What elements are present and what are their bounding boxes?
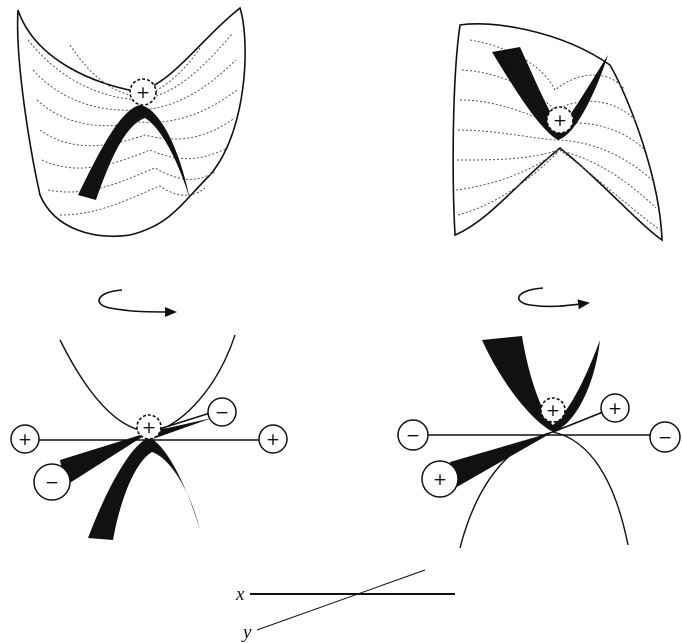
sign-label: − xyxy=(406,426,420,446)
top-left-saddle-surface: + xyxy=(18,8,246,236)
orbital-ribbon xyxy=(482,336,600,432)
bottom-right-section: − − + + + xyxy=(398,336,680,548)
sign-label: − xyxy=(215,403,229,423)
x-axis-label: x xyxy=(235,584,245,605)
axes-legend: x y xyxy=(235,570,455,643)
node-sign: + xyxy=(136,83,150,103)
node-sign: + xyxy=(546,401,560,421)
lower-parabola xyxy=(460,432,628,548)
sign-label: + xyxy=(433,470,447,490)
node-sign: + xyxy=(142,418,156,438)
y-axis-line xyxy=(257,570,425,630)
node-sign: + xyxy=(553,111,567,131)
bottom-left-section: + + − − + xyxy=(11,335,287,540)
sign-label: + xyxy=(18,430,32,450)
sign-label: + xyxy=(608,399,622,419)
sign-label: − xyxy=(658,428,672,448)
top-right-saddle-surface: + xyxy=(453,24,662,240)
black-wedge xyxy=(450,432,553,488)
orbital-ribbon xyxy=(78,105,190,200)
sign-label: + xyxy=(266,430,280,450)
y-axis-label: y xyxy=(241,622,252,643)
rotation-arrow-icon xyxy=(519,288,588,306)
rotation-arrow-icon xyxy=(99,290,175,312)
sign-label: − xyxy=(45,473,59,493)
